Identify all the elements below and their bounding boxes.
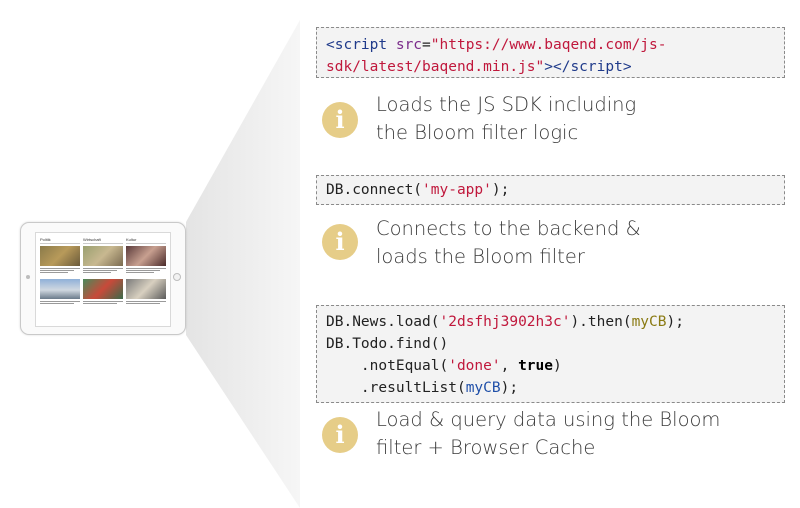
code-token: );	[666, 314, 684, 330]
code-token: true	[518, 358, 553, 374]
code-token: ></	[544, 59, 571, 75]
code-token: );	[500, 380, 519, 396]
code-token: 'done'	[448, 358, 501, 374]
tablet-screen: Politik Wirtschaft Kultur	[35, 232, 171, 327]
code-token: =	[422, 37, 431, 53]
code-token: 'my-app'	[422, 182, 492, 198]
code-token: myCB	[465, 380, 501, 396]
news-column-header: Politik	[40, 237, 80, 244]
info-icon: i	[322, 417, 358, 453]
code-line: sdk/latest/baqend.min.js"></script>	[326, 56, 775, 78]
news-thumbnail	[126, 246, 166, 266]
step-description: Connects to the backend & loads the Bloo…	[376, 217, 641, 268]
code-token: .resultList(	[326, 380, 466, 396]
step-description: Loads the JS SDK including the Bloom fil…	[376, 93, 637, 144]
code-block-connect: DB.connect('my-app');	[316, 175, 785, 205]
news-column: Kultur	[126, 237, 166, 305]
news-column-header: Wirtschaft	[83, 237, 123, 244]
code-token: DB.News.load(	[326, 314, 440, 330]
code-block-load-query: DB.News.load('2dsfhj3902h3c').then(myCB)…	[316, 305, 785, 403]
code-token: '2dsfhj3902h3c'	[439, 314, 571, 330]
news-column: Wirtschaft	[83, 237, 123, 305]
code-line: DB.connect('my-app');	[326, 179, 775, 201]
code-token: ).then(	[570, 314, 632, 330]
tablet-mockup: Politik Wirtschaft Kultur	[20, 222, 186, 335]
code-line: .notEqual('done', true)	[326, 355, 775, 377]
code-token: "https://www.baqend.com/js-	[430, 37, 667, 53]
code-line: DB.Todo.find()	[326, 333, 775, 355]
code-token: DB.connect(	[326, 182, 423, 198]
code-token: sdk/latest/baqend.min.js"	[326, 59, 545, 75]
code-token: myCB	[631, 314, 667, 330]
code-token: src	[395, 37, 423, 53]
info-icon: i	[322, 102, 358, 138]
code-line: .resultList(myCB);	[326, 377, 775, 399]
news-column-header: Kultur	[126, 237, 166, 244]
news-thumbnail	[40, 279, 80, 299]
code-line: DB.News.load('2dsfhj3902h3c').then(myCB)…	[326, 311, 775, 333]
code-token: DB.Todo.find()	[326, 336, 449, 352]
code-token: );	[491, 182, 510, 198]
code-token: )	[553, 358, 562, 374]
info-icon: i	[322, 224, 358, 260]
code-token: script	[570, 59, 623, 75]
news-thumbnail	[83, 279, 123, 299]
code-token: ,	[500, 358, 519, 374]
code-token: <script	[326, 37, 396, 53]
code-token: >	[622, 59, 632, 75]
news-column: Politik	[40, 237, 80, 305]
news-thumbnail	[126, 279, 166, 299]
step-description: Load & query data using the Bloom filter…	[376, 408, 721, 459]
code-token: .notEqual(	[326, 358, 449, 374]
news-thumbnail	[83, 246, 123, 266]
code-line: <script src="https://www.baqend.com/js-	[326, 34, 775, 56]
code-block-sdk-script: <script src="https://www.baqend.com/js-s…	[316, 27, 785, 78]
news-thumbnail	[40, 246, 80, 266]
tablet-home-button	[173, 273, 181, 281]
tablet-camera	[26, 275, 30, 279]
